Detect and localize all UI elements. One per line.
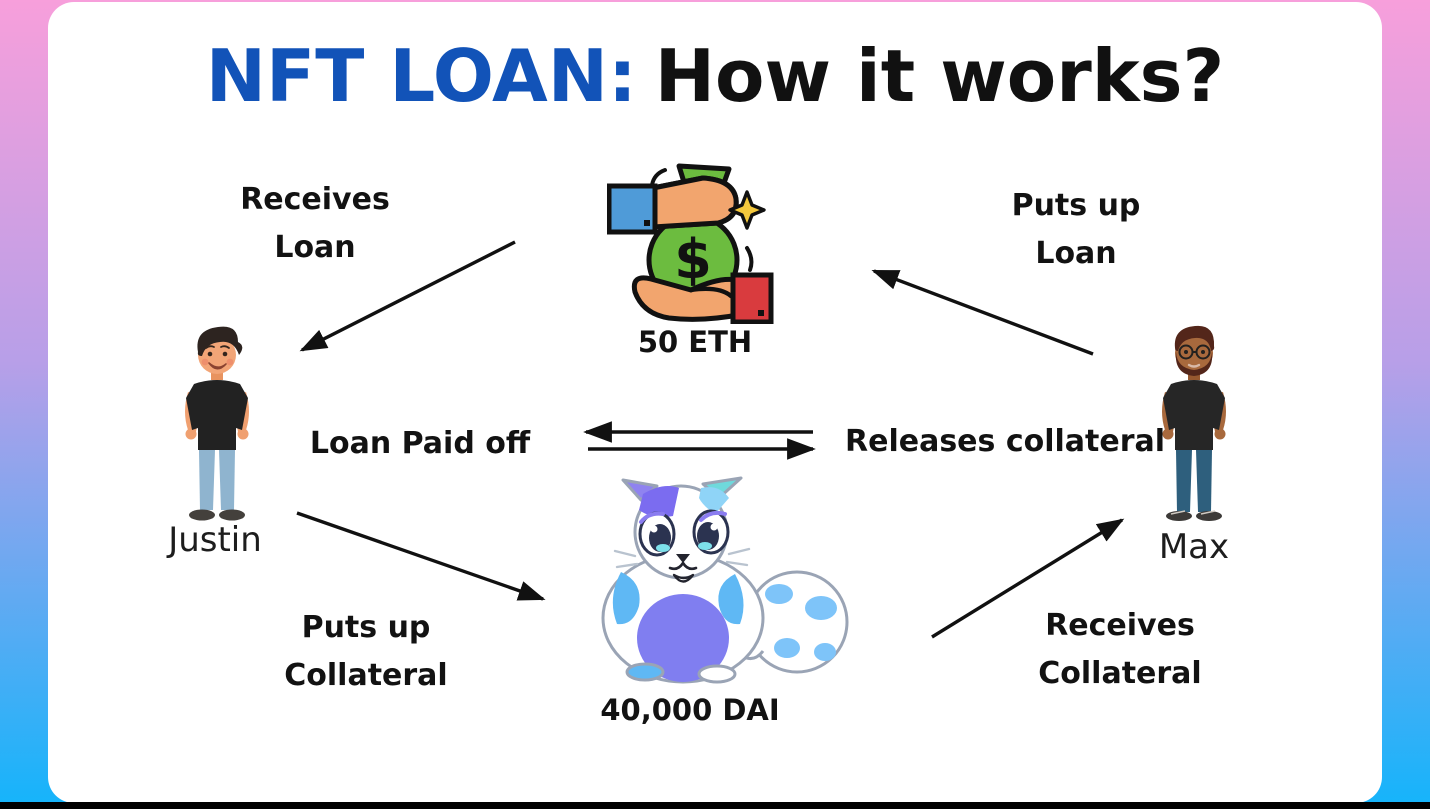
arc-mark-icon [745, 246, 754, 272]
label-loan-paid-off: Loan Paid off [309, 426, 531, 461]
collateral-amount-label: 40,000 DAI [600, 693, 780, 727]
cryptokitty-nft-icon [583, 476, 851, 684]
lender-name-label: Max [1158, 527, 1230, 567]
borrower-avatar [176, 322, 258, 524]
borrower-name-label: Justin [168, 520, 262, 560]
money-loan-icon: $ [606, 162, 775, 325]
svg-text:$: $ [674, 228, 712, 291]
page-title: NFT LOAN:How it works? [0, 34, 1430, 118]
title-rest: How it works? [654, 34, 1225, 118]
loan-amount-label: 50 ETH [637, 325, 753, 359]
label-receives-collateral: Receives Collateral [1038, 608, 1202, 691]
label-releases-collateral: Releases collateral [845, 424, 1166, 459]
label-puts-up-loan: Puts up Loan [1011, 188, 1141, 271]
sparkle-icon [728, 190, 766, 230]
bottom-black-bar [0, 802, 1430, 809]
arc-mark-icon [650, 168, 667, 187]
label-puts-up-collateral: Puts up Collateral [284, 610, 448, 693]
lender-avatar [1153, 320, 1235, 526]
label-receives-loan: Receives Loan [240, 182, 390, 265]
title-highlight: NFT LOAN: [205, 34, 637, 118]
